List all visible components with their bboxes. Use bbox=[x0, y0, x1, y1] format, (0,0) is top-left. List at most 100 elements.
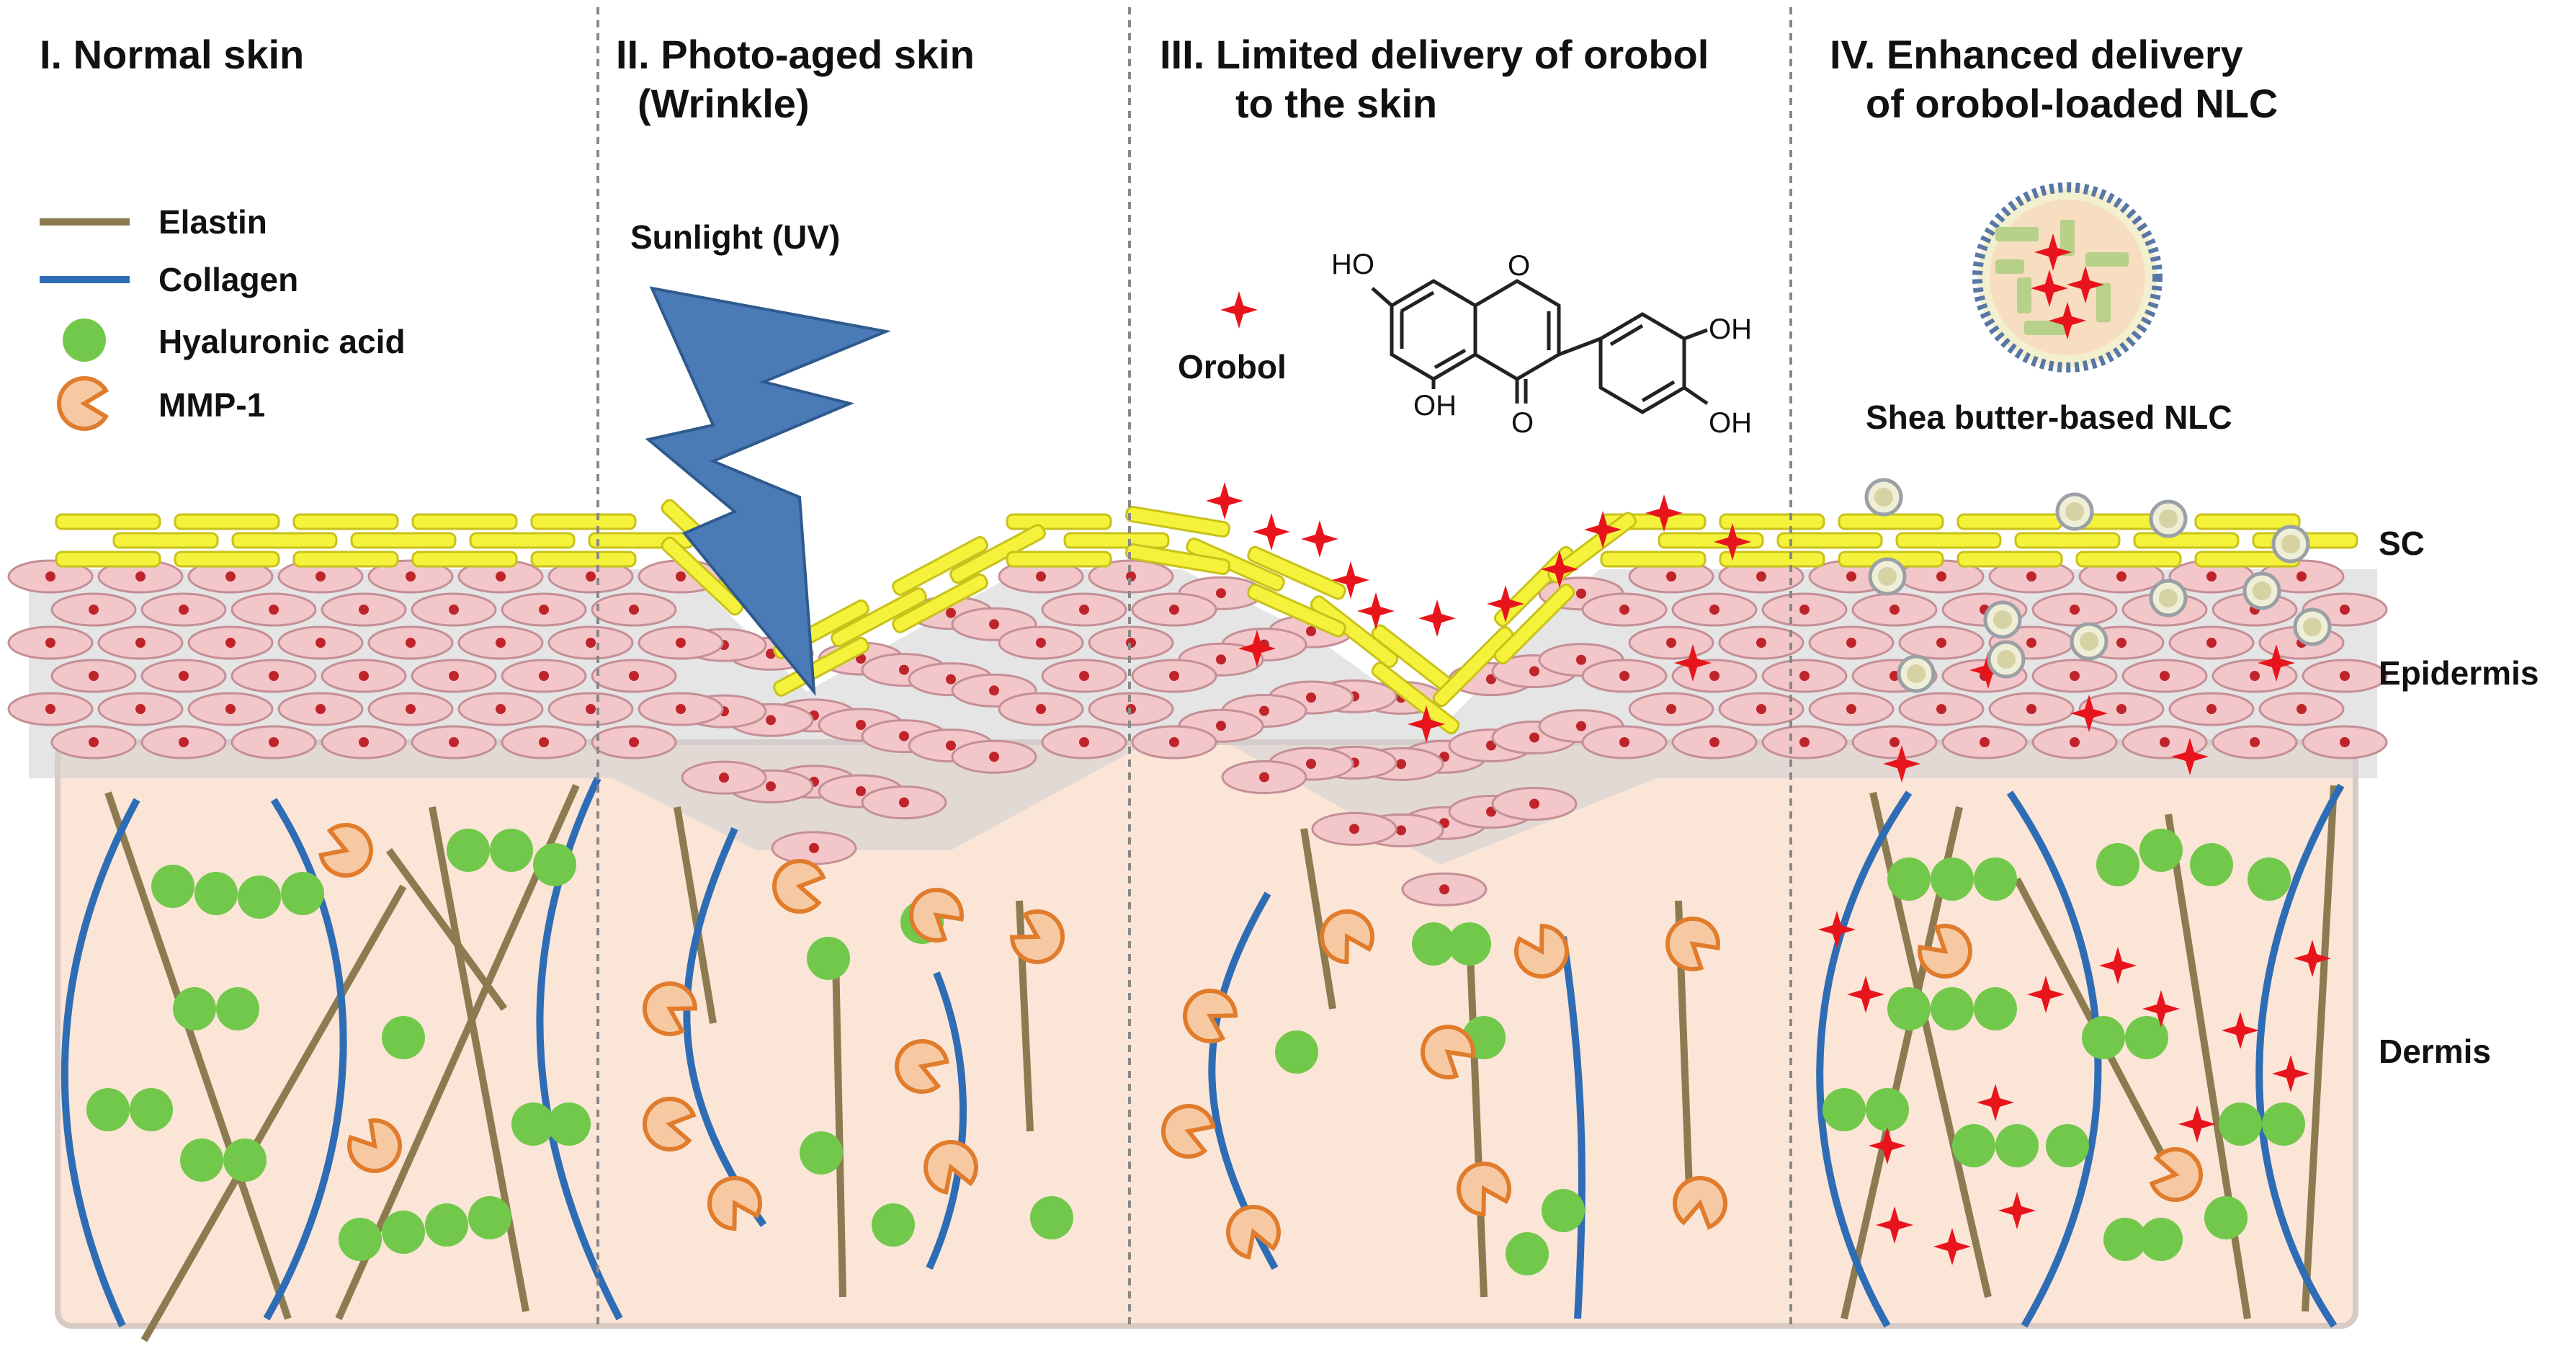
cell-nucleus bbox=[449, 605, 459, 615]
nlc-particle-core bbox=[1993, 610, 2012, 629]
cell-nucleus bbox=[1709, 737, 1719, 747]
epidermal-cell bbox=[638, 625, 724, 660]
epidermal-cell bbox=[457, 559, 544, 594]
epidermal-cell bbox=[321, 592, 407, 627]
hyaluronic-acid-particle bbox=[1275, 1030, 1318, 1074]
orobol-molecule bbox=[1418, 600, 1456, 637]
hyaluronic-acid-particle bbox=[2046, 1124, 2089, 1167]
corneocyte bbox=[1776, 532, 1883, 549]
cell-nucleus bbox=[1216, 654, 1226, 665]
epidermal-cell bbox=[2031, 725, 2118, 759]
epidermal-cell bbox=[367, 692, 454, 726]
nlc-particle-small bbox=[2293, 607, 2332, 646]
epidermal-cell bbox=[321, 725, 407, 759]
hyaluronic-acid-particle bbox=[800, 1131, 843, 1175]
cell-nucleus bbox=[946, 740, 956, 751]
cell-nucleus bbox=[359, 671, 369, 681]
cell-nucleus bbox=[1799, 737, 1810, 747]
epidermal-cell bbox=[97, 692, 184, 726]
nlc-lipid-crystal bbox=[1995, 227, 2039, 241]
panel-4-subtitle: of orobol-loaded NLC bbox=[1866, 81, 2278, 126]
hyaluronic-acid-particle bbox=[2125, 1016, 2168, 1059]
hyaluronic-acid-particle bbox=[490, 829, 533, 872]
hyaluronic-acid-particle bbox=[425, 1203, 468, 1247]
epidermal-cell bbox=[1041, 725, 1127, 759]
structure-bond bbox=[1641, 380, 1676, 403]
cell-nucleus bbox=[359, 737, 369, 747]
nlc-label: Shea butter-based NLC bbox=[1866, 398, 2232, 436]
cell-nucleus bbox=[1529, 666, 1539, 677]
cell-nucleus bbox=[45, 638, 55, 648]
cell-nucleus bbox=[2250, 671, 2260, 681]
nlc-particle-small bbox=[2149, 499, 2188, 538]
corneocyte bbox=[292, 551, 399, 568]
cell-nucleus bbox=[1619, 671, 1629, 681]
cell-nucleus bbox=[856, 786, 866, 796]
hyaluronic-acid-particle bbox=[382, 1211, 425, 1254]
corneocyte bbox=[1719, 513, 1825, 530]
cell-nucleus bbox=[496, 638, 506, 648]
nlc-particle-small bbox=[2070, 622, 2108, 661]
epidermal-cell bbox=[1131, 592, 1217, 627]
epidermal-cell bbox=[367, 625, 454, 660]
cell-nucleus bbox=[2250, 737, 2260, 747]
cell-nucleus bbox=[135, 571, 146, 582]
cell-nucleus bbox=[1799, 605, 1810, 615]
nlc-lipid-crystal bbox=[2060, 220, 2075, 256]
cell-nucleus bbox=[1036, 704, 1046, 714]
collagen-fiber bbox=[683, 826, 767, 1227]
nlc-particles bbox=[1864, 478, 2332, 693]
hyaluronic-acid-particle bbox=[1887, 857, 1931, 901]
cell-nucleus bbox=[1756, 571, 1766, 582]
cell-nucleus bbox=[1846, 704, 1856, 714]
corneocyte bbox=[530, 551, 637, 568]
cell-nucleus bbox=[1079, 605, 1089, 615]
epidermal-cell bbox=[321, 659, 407, 693]
nlc-particle-core bbox=[2253, 582, 2271, 600]
cell-nucleus bbox=[586, 571, 596, 582]
cell-nucleus bbox=[946, 607, 956, 618]
legend-collagen-label: Collagen bbox=[158, 261, 298, 298]
hyaluronic-acid-particle bbox=[1952, 1124, 1995, 1167]
hyaluronic-acid-particle bbox=[2204, 1196, 2248, 1239]
structure-ring-c bbox=[1474, 279, 1561, 381]
epidermal-cell bbox=[1898, 692, 1985, 726]
epidermal-cell bbox=[547, 692, 634, 726]
nlc-particle-core bbox=[1997, 650, 2016, 669]
cell-nucleus bbox=[1169, 605, 1179, 615]
panel-1-title: I. Normal skin bbox=[40, 32, 304, 77]
corneocyte bbox=[1956, 551, 2063, 568]
collagen-fiber bbox=[1560, 936, 1586, 1319]
corneocyte bbox=[469, 532, 576, 549]
corneocyte bbox=[174, 513, 280, 530]
cell-nucleus bbox=[1259, 772, 1269, 783]
cell-nucleus bbox=[1846, 638, 1856, 648]
elastin-fiber bbox=[429, 806, 529, 1312]
hyaluronic-acid-particle bbox=[130, 1088, 173, 1131]
epidermal-cell bbox=[411, 725, 497, 759]
hyaluronic-acid-particle bbox=[1823, 1088, 1866, 1131]
corneocyte bbox=[1838, 513, 1944, 530]
corneocyte bbox=[55, 513, 161, 530]
sunlight-label: Sunlight (UV) bbox=[630, 218, 840, 256]
panel-4-title: IV. Enhanced delivery bbox=[1830, 32, 2243, 77]
orobol-molecule bbox=[1357, 592, 1395, 630]
cell-nucleus bbox=[1079, 671, 1089, 681]
elastin-fiber bbox=[104, 791, 292, 1320]
hyaluronic-acid-particle bbox=[1974, 987, 2017, 1030]
corneocyte bbox=[231, 532, 338, 549]
corneocyte bbox=[2075, 551, 2182, 568]
cell-nucleus bbox=[406, 638, 416, 648]
hyaluronic-acid-particle bbox=[1931, 857, 1974, 901]
epidermal-cell bbox=[1988, 559, 2075, 594]
epidermal-cell bbox=[771, 831, 857, 865]
epidermal-cell bbox=[1851, 592, 1938, 627]
collagen-fiber bbox=[2255, 783, 2345, 1328]
cell-nucleus bbox=[1846, 571, 1856, 582]
hyaluronic-acid-particle bbox=[547, 1102, 591, 1146]
nlc-core-content bbox=[1995, 220, 2129, 339]
structure-label-oh-ring: OH bbox=[1709, 313, 1752, 345]
cell-nucleus bbox=[1396, 759, 1406, 770]
hyaluronic-acid-particle bbox=[1866, 1088, 1909, 1131]
